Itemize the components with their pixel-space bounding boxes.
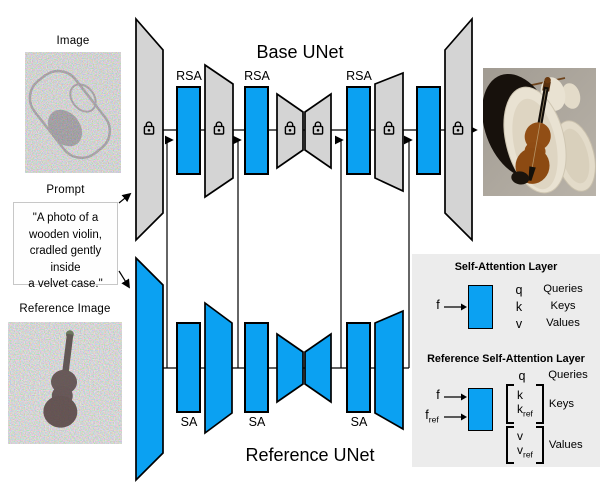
left-bracket-icon — [506, 426, 514, 464]
ref-encoder-block-1 — [135, 255, 164, 483]
ref-decoder-block-1 — [374, 309, 404, 431]
rsa-block-1 — [176, 86, 201, 175]
keys-label: Keys — [548, 398, 575, 410]
values-concat-group: v vref Values — [506, 426, 583, 464]
prompt-to-base-arrow — [118, 192, 132, 204]
sa-legend-block — [468, 285, 493, 329]
right-bracket-icon — [535, 384, 544, 424]
values-label: Values — [548, 439, 583, 451]
case-pocket-inner — [560, 128, 590, 184]
queries-label: Queries — [543, 283, 583, 295]
keys-concat-group: k kref Keys — [506, 384, 574, 424]
arrow-right-icon — [444, 303, 467, 311]
noisy-reference-image — [8, 322, 122, 444]
rsa-label-3: RSA — [346, 69, 372, 83]
sa-block-2 — [244, 322, 269, 413]
legend-row: v Values — [412, 317, 600, 331]
base-attention-blocks — [176, 86, 441, 175]
prompt-caption: Prompt — [46, 184, 85, 196]
reference-feature-connector-4 — [403, 135, 413, 368]
right-bracket-icon — [535, 426, 544, 464]
left-bracket-icon — [506, 384, 514, 424]
rsa-block-3 — [346, 86, 371, 175]
sa-label-1: SA — [180, 415, 198, 429]
image-caption: Image — [56, 35, 90, 47]
arrow-right-icon — [444, 413, 467, 421]
keys-label: Keys — [550, 300, 576, 312]
rsa-legend-block — [468, 388, 493, 431]
v-symbol: v — [515, 317, 523, 331]
sa-input-label: f — [436, 298, 440, 312]
reference-feature-connector-1 — [164, 135, 174, 368]
legend-row: q Queries — [412, 369, 600, 383]
ref-bottleneck-decoder — [304, 332, 332, 404]
prompt-to-reference-arrow — [118, 270, 130, 289]
violin-case-ghost-icon — [28, 69, 112, 160]
keys-stack: k kref — [514, 388, 536, 420]
sa-label-2: SA — [248, 415, 266, 429]
noise-texture — [25, 52, 121, 173]
k-symbol: k — [517, 387, 523, 402]
violin-silhouette-icon — [43, 330, 78, 428]
q-symbol: q — [515, 283, 523, 297]
sa-label-3: SA — [350, 415, 368, 429]
v-ref-symbol: vref — [517, 442, 533, 460]
rsa-block-2 — [244, 86, 269, 175]
reference-feature-connector-3 — [334, 135, 344, 368]
prompt-line: a velvet case." — [28, 278, 103, 290]
prompt-box: "A photo of a wooden violin, cradled gen… — [13, 202, 118, 290]
rsa-block-4 — [416, 86, 441, 175]
base-unet-title: Base UNet — [256, 42, 344, 62]
legend-panel: Self-Attention Layer f q Queries k Keys … — [412, 254, 600, 467]
output-image — [483, 68, 596, 196]
values-stack: v vref — [514, 429, 536, 461]
reference-unet-blocks — [135, 255, 404, 483]
rsa-input-label: f — [436, 388, 440, 402]
case-neck-rest — [561, 83, 581, 109]
noisy-image — [25, 52, 121, 173]
rsa-label-2: RSA — [244, 69, 270, 83]
v-symbol: v — [517, 428, 523, 443]
legend-row: q Queries — [412, 283, 600, 297]
k-symbol: k — [515, 300, 523, 314]
rsa-ref-input-label: fref — [425, 408, 439, 425]
values-label: Values — [546, 317, 580, 329]
reference-image-caption: Reference Image — [19, 303, 111, 315]
rsa-legend-title: Reference Self-Attention Layer — [427, 353, 585, 365]
violin — [511, 76, 551, 185]
prompt-line: "A photo of a — [32, 212, 99, 224]
queries-label: Queries — [548, 369, 588, 381]
rsa-label-1: RSA — [176, 69, 202, 83]
legend-row: k Keys — [412, 300, 600, 314]
prompt-line: cradled gently inside — [29, 245, 102, 274]
q-symbol: q — [518, 369, 526, 383]
reference-unet-title: Reference UNet — [245, 445, 375, 465]
sa-legend-title: Self-Attention Layer — [454, 261, 558, 273]
reference-feature-connector-2 — [232, 135, 242, 368]
arrow-right-icon — [444, 393, 467, 401]
ref-encoder-block-2 — [204, 301, 233, 435]
k-ref-symbol: kref — [517, 401, 533, 419]
sa-block-3 — [346, 322, 371, 413]
sa-block-1 — [176, 322, 201, 413]
prompt-line: wooden violin, — [29, 228, 102, 241]
ref-bottleneck-encoder — [276, 332, 304, 404]
